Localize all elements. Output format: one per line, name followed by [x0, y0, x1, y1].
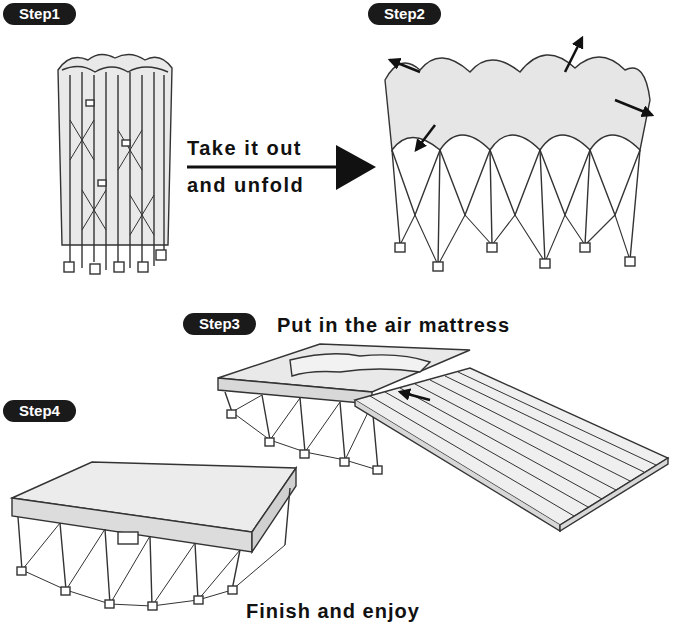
unfolding-frame	[385, 55, 650, 271]
step-label: Step4	[19, 400, 60, 422]
finished-bed	[12, 462, 296, 610]
step-badge: Step4	[3, 400, 76, 422]
step-label: Step2	[384, 3, 425, 25]
step-label: Step1	[19, 3, 60, 25]
air-mattress	[355, 368, 668, 531]
step-caption: Put in the air mattress	[277, 312, 510, 338]
folded-frame	[58, 54, 172, 274]
step-caption: Take it out and unfold	[187, 130, 337, 204]
step-label: Step3	[199, 313, 240, 335]
step-badge: Step3	[183, 313, 256, 335]
direction-arrows	[390, 38, 652, 150]
step-badge: Step1	[3, 3, 76, 25]
step-caption: Finish and enjoy	[246, 598, 420, 624]
step-badge: Step2	[368, 3, 441, 25]
